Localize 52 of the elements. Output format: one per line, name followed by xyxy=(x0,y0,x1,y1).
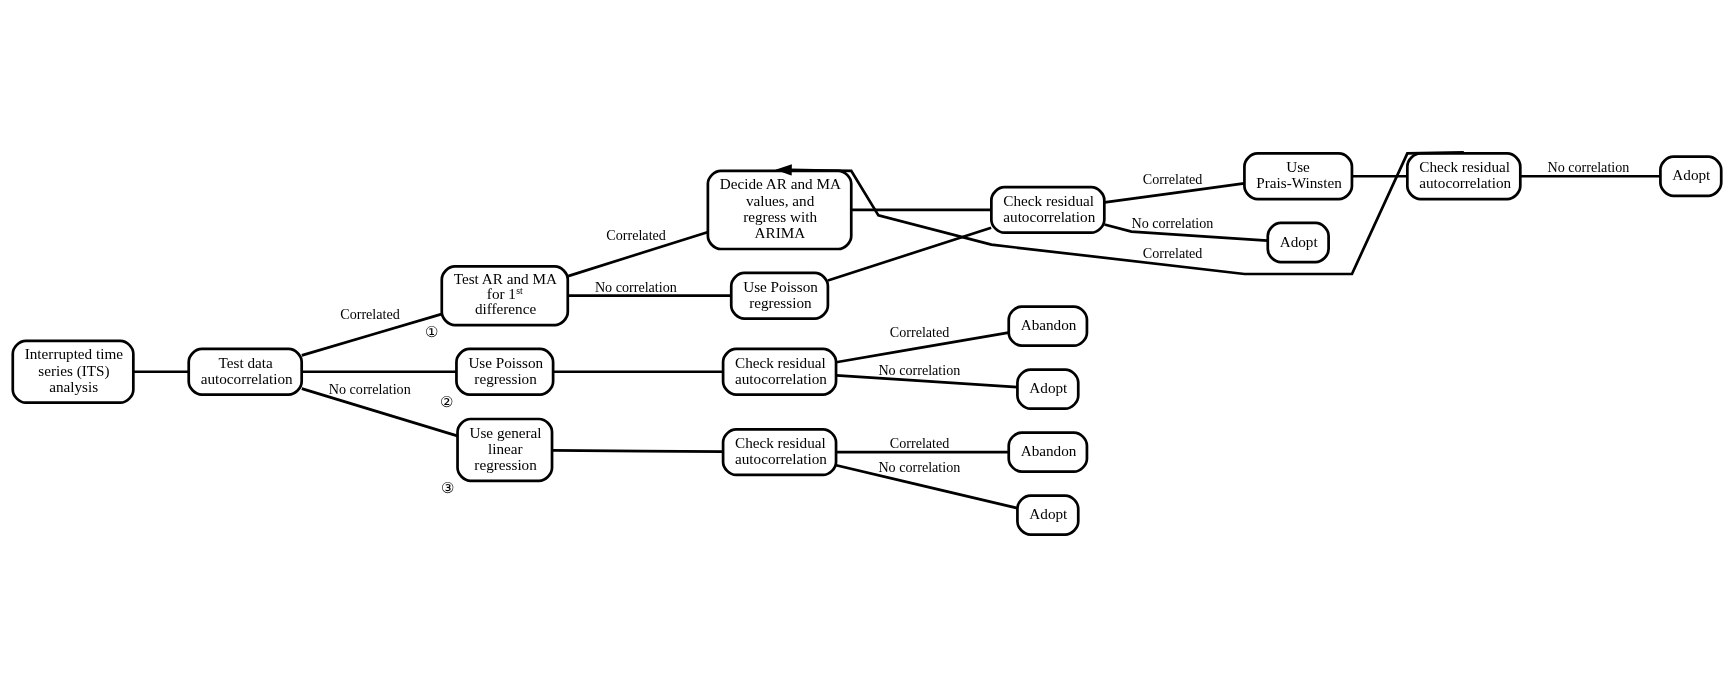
node-box: Interrupted time series (ITS) analysis xyxy=(11,339,135,405)
node-label: ② xyxy=(440,392,454,410)
node-label: ③ xyxy=(441,479,455,497)
edge-label: No correlation xyxy=(594,278,677,295)
edge-label: No correlation xyxy=(328,380,411,397)
node-box: Check residual autocorrelation xyxy=(990,185,1106,235)
node-box: Test AR and MA for 1$^{st}$ difference xyxy=(440,265,570,327)
node-box: Abandon xyxy=(1007,431,1089,474)
connector xyxy=(1520,174,1661,178)
connector xyxy=(567,231,708,278)
connector xyxy=(827,226,992,282)
node-box: Use general linear regression xyxy=(456,417,554,483)
node-box: Adopt xyxy=(1659,155,1723,198)
node-box: Use Poisson regression xyxy=(455,347,555,396)
node-box: Check residual autocorrelation xyxy=(721,347,838,396)
edge-label: Correlated xyxy=(1142,171,1203,188)
connector xyxy=(1104,223,1268,242)
connector xyxy=(1104,182,1245,204)
node-box: Adopt xyxy=(1266,221,1330,264)
node-box: Check residual autocorrelation xyxy=(1406,152,1522,201)
node-box: Decide AR and MA values, and regress with ARIMA xyxy=(706,169,853,251)
connector xyxy=(133,370,189,374)
edge-label: No correlation xyxy=(878,362,961,379)
edge-label: Correlated xyxy=(340,305,400,322)
edge-label: No correlation xyxy=(1131,214,1214,231)
edge-label: Correlated xyxy=(606,226,666,243)
connector xyxy=(851,208,991,212)
node-box: Abandon xyxy=(1007,305,1089,348)
node-box: Test data autocorrelation xyxy=(187,347,304,396)
node-box: Use Prais-Winsten xyxy=(1243,152,1354,201)
edge-label: No correlation xyxy=(878,459,961,476)
arrow xyxy=(775,151,1464,276)
connector xyxy=(301,312,442,357)
connector xyxy=(553,370,724,374)
node-label: ① xyxy=(425,323,439,341)
connector xyxy=(1352,174,1408,178)
connector xyxy=(301,387,458,438)
edge-label: Correlated xyxy=(1142,245,1203,262)
connector xyxy=(835,463,1018,510)
node-box: Adopt xyxy=(1016,494,1080,536)
node-box: Use Poisson regression xyxy=(729,271,830,320)
edge-label: Correlated xyxy=(889,435,950,452)
node-box: Check residual autocorrelation xyxy=(721,427,838,477)
edge-label: No correlation xyxy=(1547,159,1630,176)
connector xyxy=(836,450,1009,454)
edge-label: Correlated xyxy=(889,324,950,341)
node-box: Adopt xyxy=(1016,368,1080,411)
connector xyxy=(568,294,731,298)
connector xyxy=(835,331,1009,364)
connector xyxy=(836,374,1018,389)
connector xyxy=(552,448,724,454)
connector xyxy=(301,370,457,374)
